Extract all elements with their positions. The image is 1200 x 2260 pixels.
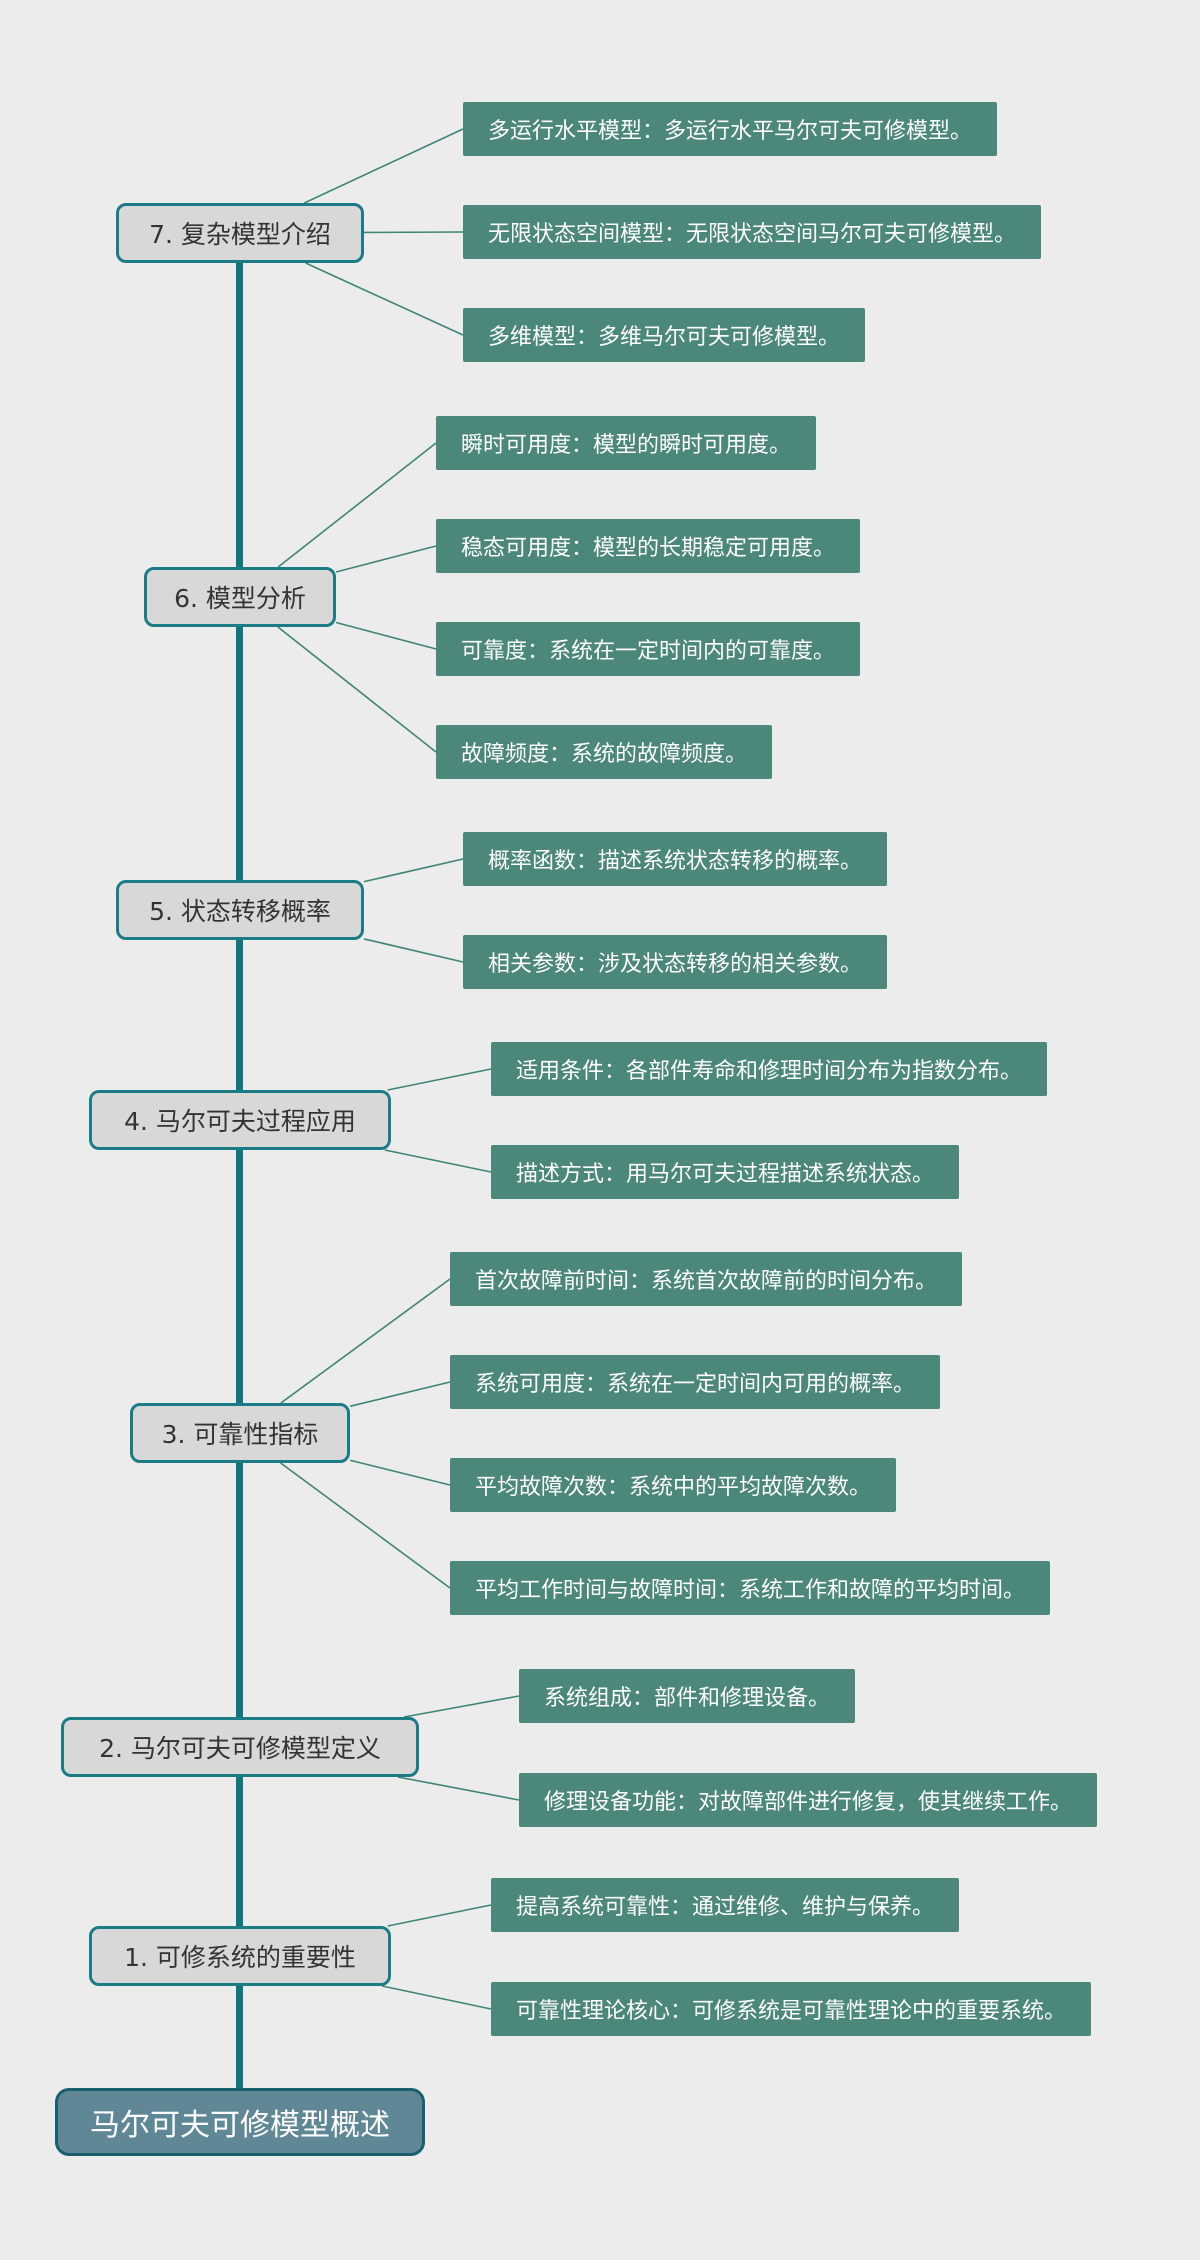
connector-line xyxy=(349,1381,451,1408)
connector-line xyxy=(381,1985,492,2010)
connector-line xyxy=(363,938,464,963)
detail-node: 首次故障前时间：系统首次故障前的时间分布。 xyxy=(450,1252,963,1306)
topic-node-transition-probability: 5. 状态转移概率 xyxy=(116,880,364,940)
detail-node: 无限状态空间模型：无限状态空间马尔可夫可修模型。 xyxy=(463,205,1042,259)
detail-node: 平均工作时间与故障时间：系统工作和故障的平均时间。 xyxy=(450,1561,1051,1615)
detail-node: 系统可用度：系统在一定时间内可用的概率。 xyxy=(450,1355,941,1409)
connector-line xyxy=(303,128,464,204)
detail-node: 可靠性理论核心：可修系统是可靠性理论中的重要系统。 xyxy=(491,1982,1092,2036)
connector-line xyxy=(403,1695,520,1718)
detail-node: 描述方式：用马尔可夫过程描述系统状态。 xyxy=(491,1145,960,1199)
topic-node-markov-process: 4. 马尔可夫过程应用 xyxy=(89,1090,391,1150)
detail-node: 修理设备功能：对故障部件进行修复，使其继续工作。 xyxy=(519,1773,1098,1827)
topic-node-reliability-indices: 3. 可靠性指标 xyxy=(130,1403,350,1463)
central-spine xyxy=(236,232,243,2092)
detail-node: 稳态可用度：模型的长期稳定可用度。 xyxy=(436,519,861,573)
connector-line xyxy=(387,1068,492,1091)
detail-node: 系统组成：部件和修理设备。 xyxy=(519,1669,856,1723)
detail-node: 概率函数：描述系统状态转移的概率。 xyxy=(463,832,888,886)
detail-node: 平均故障次数：系统中的平均故障次数。 xyxy=(450,1458,897,1512)
root-node: 马尔可夫可修模型概述 xyxy=(55,2088,425,2156)
connector-line xyxy=(387,1904,492,1927)
topic-node-model-analysis: 6. 模型分析 xyxy=(144,567,336,627)
detail-node: 相关参数：涉及状态转移的相关参数。 xyxy=(463,935,888,989)
connector-line xyxy=(280,1462,451,1589)
connector-line xyxy=(384,1149,492,1173)
detail-node: 可靠度：系统在一定时间内的可靠度。 xyxy=(436,622,861,676)
detail-node: 多维模型：多维马尔可夫可修模型。 xyxy=(463,308,866,362)
detail-node: 提高系统可靠性：通过维修、维护与保养。 xyxy=(491,1878,960,1932)
connector-line xyxy=(335,545,437,573)
topic-node-complex-models: 7. 复杂模型介绍 xyxy=(116,203,364,263)
connector-line xyxy=(277,442,437,568)
connector-line xyxy=(363,858,464,883)
detail-node: 瞬时可用度：模型的瞬时可用度。 xyxy=(436,416,817,470)
connector-line xyxy=(305,262,464,336)
connector-line xyxy=(397,1776,520,1801)
detail-node: 多运行水平模型：多运行水平马尔可夫可修模型。 xyxy=(463,102,998,156)
detail-node: 故障频度：系统的故障频度。 xyxy=(436,725,773,779)
connector-line xyxy=(277,626,437,753)
connector-line xyxy=(335,621,437,650)
detail-node: 适用条件：各部件寿命和修理时间分布为指数分布。 xyxy=(491,1042,1048,1096)
connector-line xyxy=(280,1278,451,1404)
connector-line xyxy=(349,1459,451,1486)
topic-node-definition: 2. 马尔可夫可修模型定义 xyxy=(61,1717,419,1777)
topic-node-importance: 1. 可修系统的重要性 xyxy=(89,1926,391,1986)
